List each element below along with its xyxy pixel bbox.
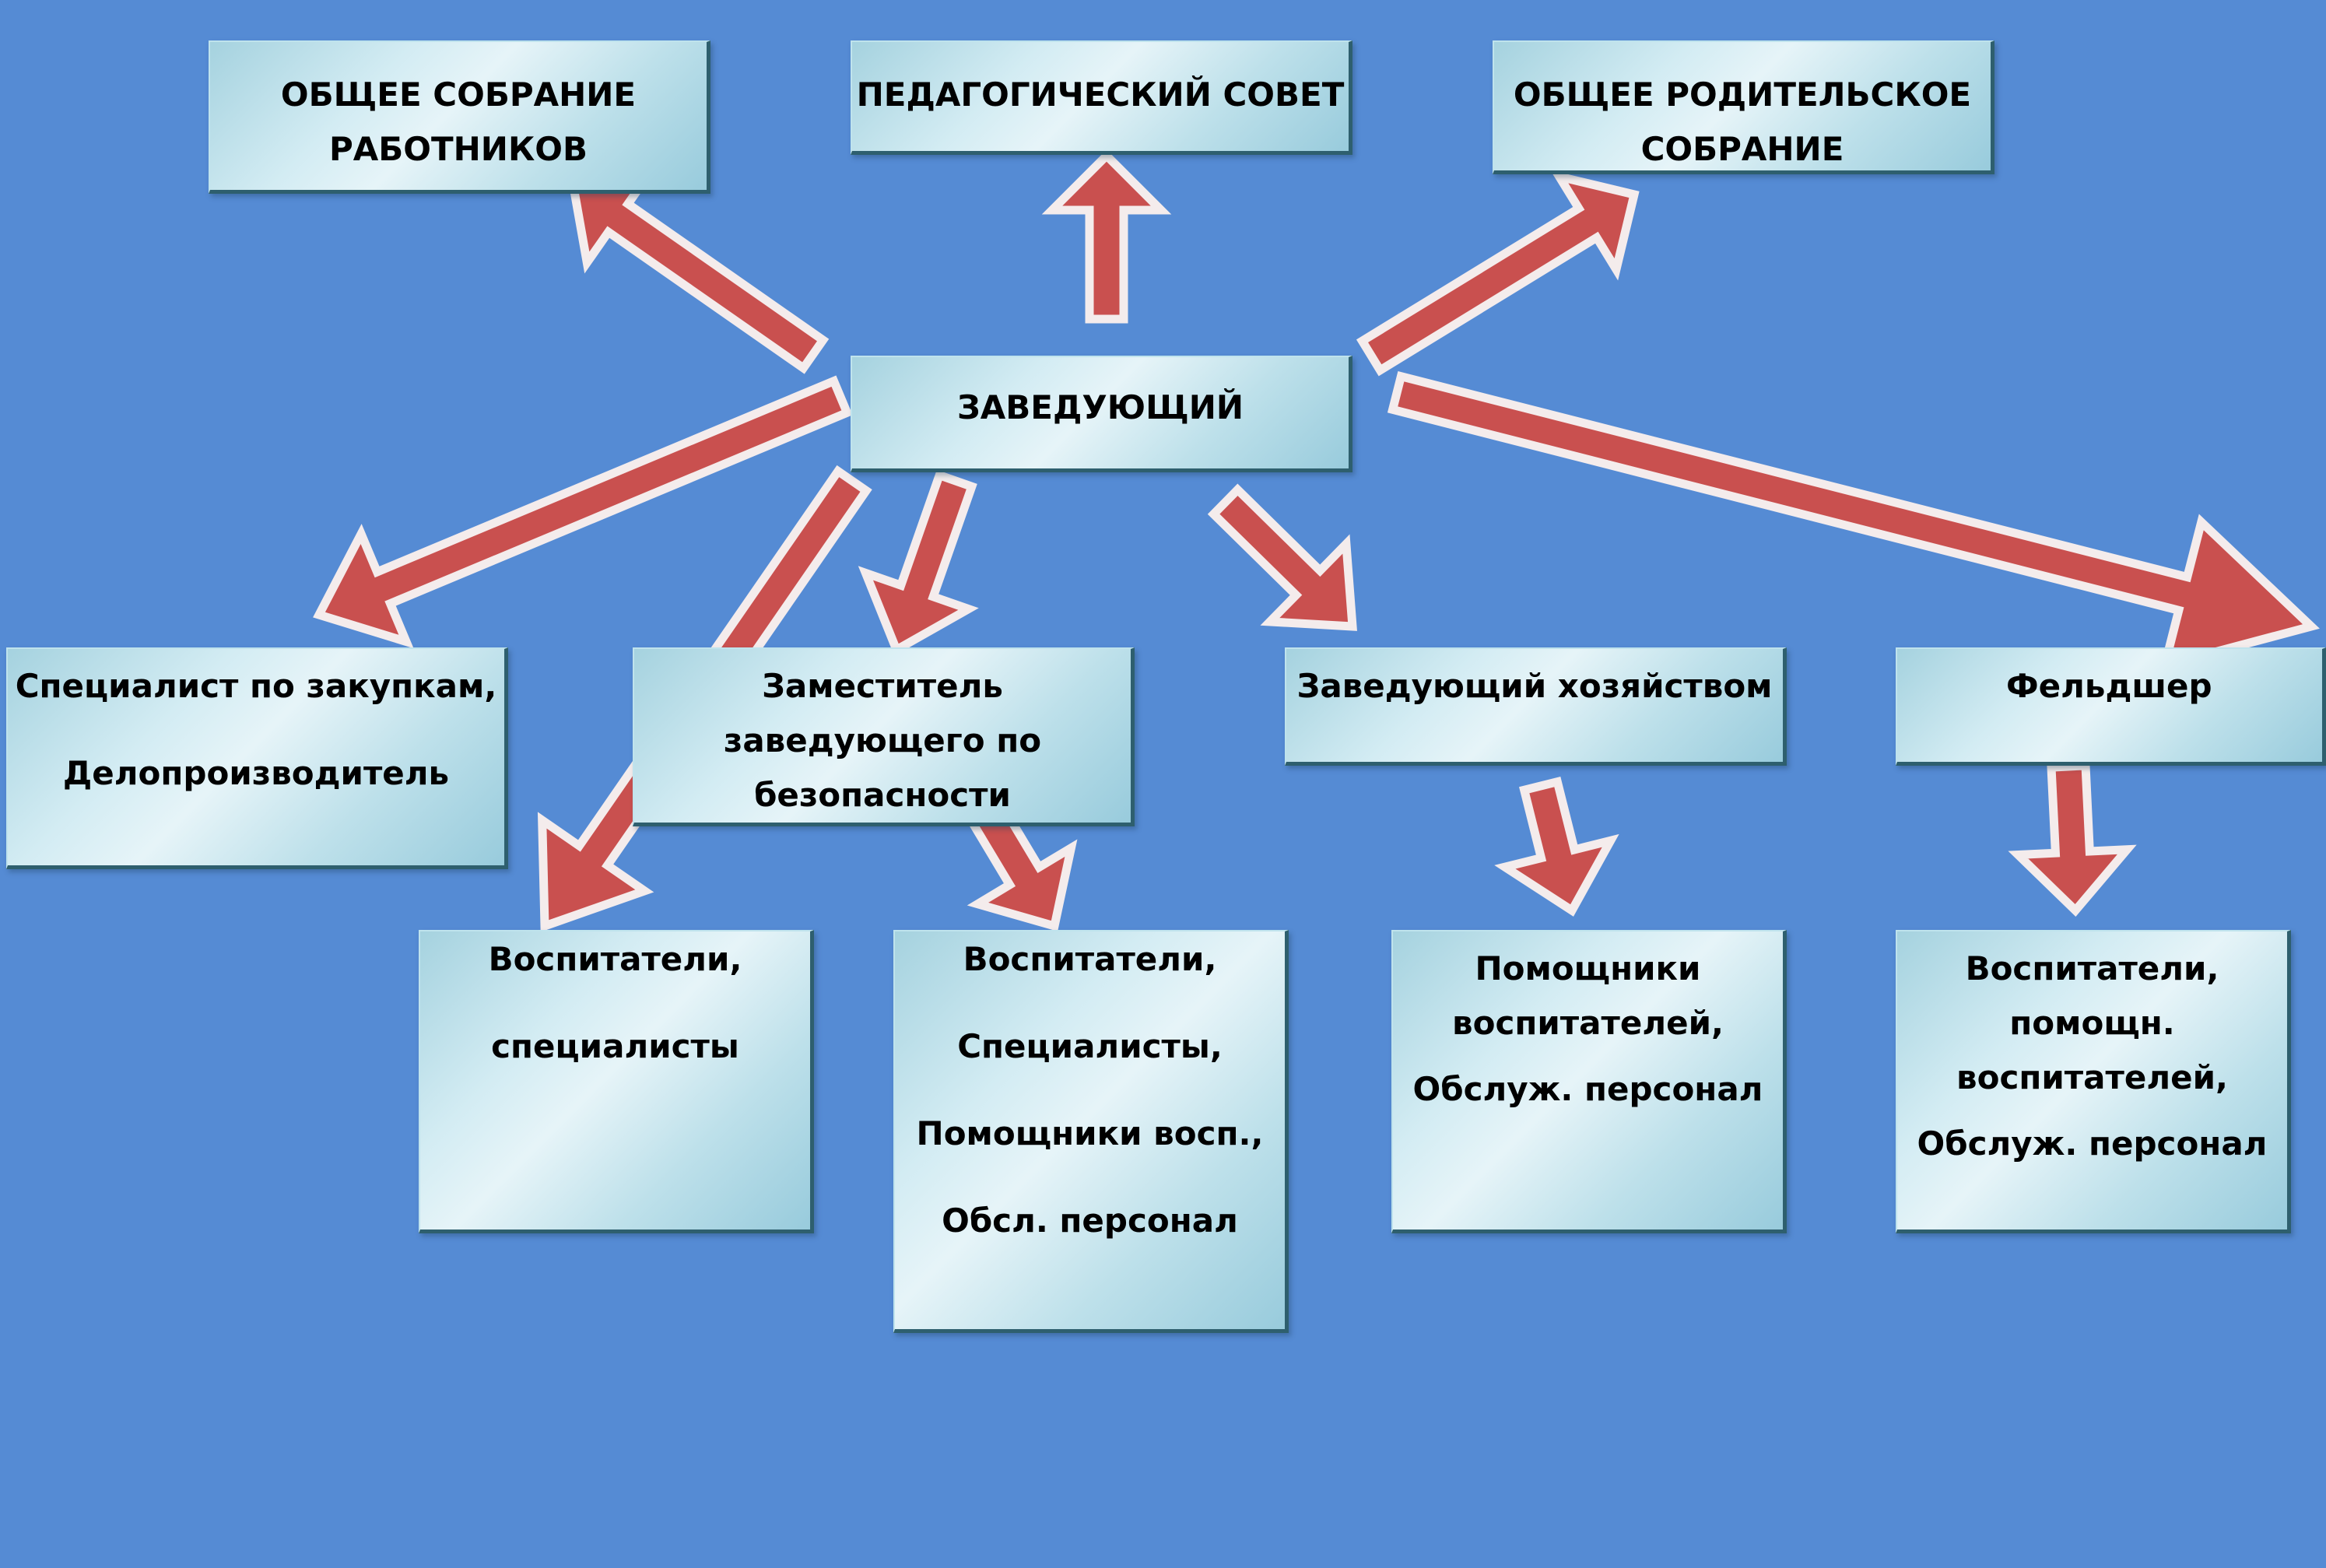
arrow-head-to-pedagogical-council xyxy=(1041,149,1172,324)
educators-assistants-line-2: помощн. xyxy=(2009,1004,2175,1042)
educators-full-line-4: Обсл. персонал xyxy=(942,1201,1238,1240)
assistants-line-2: воспитателей, xyxy=(1452,1004,1724,1042)
general-meeting-box: ОБЩЕЕ СОБРАНИЕ РАБОТНИКОВ xyxy=(209,40,710,194)
arrow-head-to-deputy-security xyxy=(858,469,979,656)
educators-full-line-2: Специалисты, xyxy=(957,1027,1223,1065)
general-meeting-line-2: РАБОТНИКОВ xyxy=(328,130,588,168)
pedagogical-council-box: ПЕДАГОГИЧЕСКИЙ СОВЕТ xyxy=(851,40,1352,155)
arrow-head-to-parent-meeting xyxy=(1356,170,1640,377)
educators-full-line-1: Воспитатели, xyxy=(963,940,1217,978)
arrow-head-to-facilities xyxy=(1207,483,1357,631)
procurement-line-1: Специалист по закупкам, xyxy=(15,667,497,705)
facilities-head-line-1: Заведующий хозяйством xyxy=(1296,667,1773,705)
assistants-line-1: Помощники xyxy=(1475,949,1701,987)
educators-full-box: Воспитатели, Специалисты, Помощники восп… xyxy=(893,930,1289,1333)
assistants-box: Помощники воспитателей, Обслуж. персонал xyxy=(1391,930,1787,1233)
head-box: ЗАВЕДУЮЩИЙ xyxy=(851,356,1352,472)
arrow-head-to-procurement xyxy=(313,375,853,649)
arrow-head-to-paramedic xyxy=(1387,371,2320,672)
deputy-security-box: Заместитель заведующего по безопасности xyxy=(633,647,1135,826)
educators-specialists-line-1: Воспитатели, xyxy=(488,940,742,978)
educators-assistants-line-4: Обслуж. персонал xyxy=(1917,1124,2268,1163)
facilities-head-box: Заведующий хозяйством xyxy=(1285,647,1787,766)
paramedic-line-1: Фельдшер xyxy=(2006,667,2212,705)
educators-specialists-line-2: специалисты xyxy=(491,1027,739,1065)
parent-meeting-box: ОБЩЕЕ РОДИТЕЛЬСКОЕ СОБРАНИЕ xyxy=(1493,40,1994,174)
assistants-line-3: Обслуж. персонал xyxy=(1412,1070,1763,1108)
educators-assistants-line-1: Воспитатели, xyxy=(1965,949,2219,987)
arrow-head-to-general-meeting xyxy=(568,167,830,374)
parent-meeting-line-2: СОБРАНИЕ xyxy=(1640,130,1844,168)
educators-assistants-line-3: воспитателей, xyxy=(1956,1058,2228,1096)
arrow-facilities-to-assistants xyxy=(1494,777,1619,917)
educators-full-line-3: Помощники восп., xyxy=(916,1114,1264,1152)
pedagogical-council-line-1: ПЕДАГОГИЧЕСКИЙ СОВЕТ xyxy=(856,75,1345,114)
general-meeting-line-1: ОБЩЕЕ СОБРАНИЕ xyxy=(280,75,637,114)
head-line-1: ЗАВЕДУЮЩИЙ xyxy=(956,388,1244,426)
deputy-security-line-3: безопасности xyxy=(754,776,1011,814)
deputy-security-line-1: Заместитель xyxy=(762,667,1003,705)
educators-assistants-box: Воспитатели, помощн. воспитателей, Обслу… xyxy=(1896,930,2291,1233)
parent-meeting-line-1: ОБЩЕЕ РОДИТЕЛЬСКОЕ xyxy=(1513,75,1972,114)
deputy-security-line-2: заведующего по xyxy=(723,721,1042,759)
procurement-line-2: Делопроизводитель xyxy=(62,754,450,792)
procurement-box: Специалист по закупкам, Делопроизводител… xyxy=(6,647,508,869)
paramedic-box: Фельдшер xyxy=(1896,647,2326,766)
educators-specialists-box: Воспитатели, специалисты xyxy=(419,930,814,1233)
arrow-paramedic-to-educators-assist xyxy=(2008,761,2137,917)
